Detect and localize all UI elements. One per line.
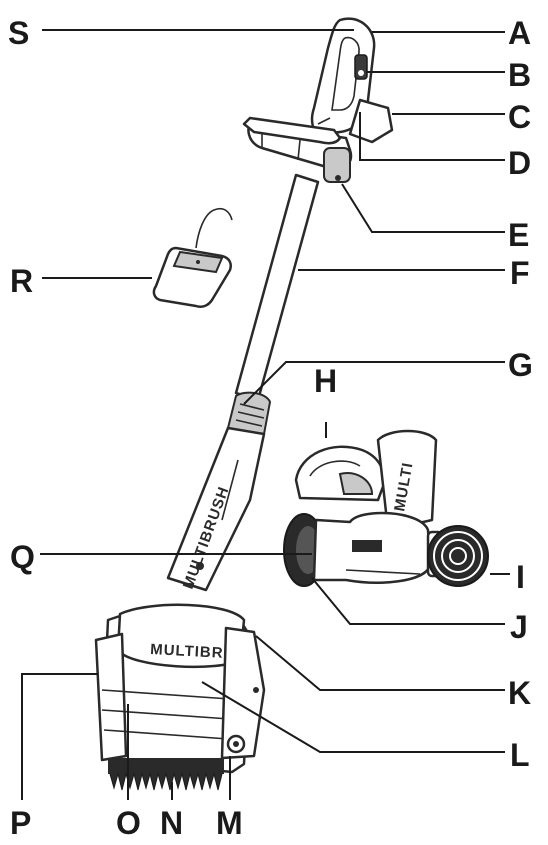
label-C: C — [508, 99, 531, 135]
battery-charger — [154, 209, 232, 307]
detail-inset-attachment: MULTI — [284, 431, 488, 586]
label-G: G — [508, 347, 533, 383]
label-J: J — [510, 609, 528, 645]
label-E: E — [508, 217, 529, 253]
label-M: M — [216, 805, 243, 841]
top-handle — [312, 19, 392, 142]
label-Q: Q — [10, 539, 35, 575]
label-O: O — [116, 805, 141, 841]
label-P: P — [10, 805, 31, 841]
product-illustration: MULTIBRUSH MULTIBRUSH — [96, 19, 488, 790]
label-L: L — [510, 737, 530, 773]
label-B: B — [508, 57, 531, 93]
label-S: S — [8, 15, 29, 51]
label-A: A — [508, 15, 531, 51]
motor-body: MULTIBRUSH — [168, 393, 270, 592]
label-H: H — [314, 363, 337, 399]
label-F: F — [510, 255, 530, 291]
label-R: R — [10, 263, 33, 299]
label-K: K — [508, 675, 531, 711]
brush-head: MULTIBRUSH — [96, 605, 264, 790]
label-I: I — [516, 559, 525, 595]
label-D: D — [508, 145, 531, 181]
label-N: N — [160, 805, 183, 841]
shaft — [236, 175, 318, 400]
